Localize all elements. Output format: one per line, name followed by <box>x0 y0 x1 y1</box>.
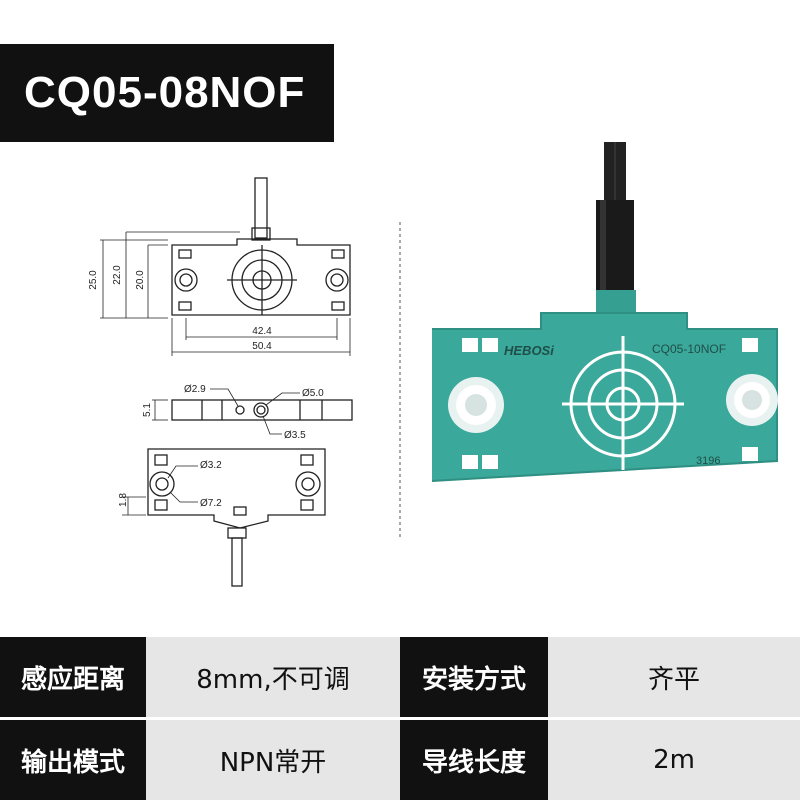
product-photo: HEBOSi CQ05-10NOF 3196 <box>432 142 778 482</box>
spec-value: 8mm,不可调 <box>146 637 400 717</box>
brand-logo: HEBOSi <box>504 343 554 358</box>
side-view-drawing <box>152 388 353 435</box>
dim-hole-5-0: Ø5.0 <box>302 388 324 399</box>
spec-label: 感应距离 <box>0 637 146 717</box>
dim-20: 20.0 <box>135 270 146 290</box>
title-banner: CQ05-08NOF <box>0 44 334 142</box>
dim-hole-7-2: Ø7.2 <box>200 498 222 509</box>
spec-value: NPN常开 <box>146 720 400 800</box>
top-view-drawing <box>100 177 351 356</box>
dim-hole-2-9: Ø2.9 <box>184 384 206 395</box>
product-title: CQ05-08NOF <box>24 68 306 117</box>
dim-42: 42.4 <box>252 326 272 337</box>
spec-label: 导线长度 <box>400 720 548 800</box>
dim-hole-3-5: Ø3.5 <box>284 430 306 441</box>
target-icon <box>562 336 684 470</box>
spec-label: 输出模式 <box>0 720 146 800</box>
bottom-view-drawing <box>122 448 326 587</box>
spec-table: 感应距离 8mm,不可调 安装方式 齐平 输出模式 NPN常开 导线长度 2m <box>0 637 800 800</box>
model-label: CQ05-10NOF <box>652 342 726 356</box>
serial-label: 3196 <box>696 455 720 467</box>
spec-value: 齐平 <box>548 637 800 717</box>
spec-value: 2m <box>548 720 800 800</box>
dim-thickness: 5.1 <box>142 403 153 417</box>
product-illustration: 25.0 22.0 20.0 42.4 50.4 Ø2.9 Ø5.0 Ø3.5 … <box>88 142 778 587</box>
dim-offset: 1.8 <box>118 493 129 507</box>
dim-hole-3-2: Ø3.2 <box>200 460 222 471</box>
dim-22: 22.0 <box>112 265 123 285</box>
dim-50: 50.4 <box>252 341 272 352</box>
spec-label: 安装方式 <box>400 637 548 717</box>
dim-25: 25.0 <box>88 270 99 290</box>
sensor-body <box>432 314 776 480</box>
